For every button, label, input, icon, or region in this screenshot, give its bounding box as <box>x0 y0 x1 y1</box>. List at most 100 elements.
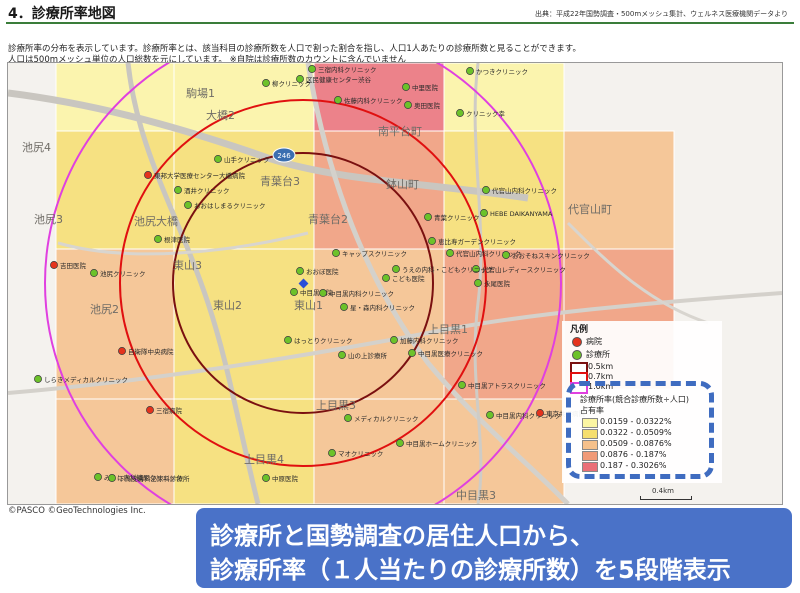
clinic-marker[interactable]: 恵比寿ガーデンクリニック <box>428 237 516 246</box>
clinic-marker[interactable]: 池尻クリニック <box>90 269 146 278</box>
svg-text:中目黒アトラスクリニック: 中目黒アトラスクリニック <box>468 381 546 390</box>
clinic-marker[interactable]: キャップスクリニック <box>332 249 407 258</box>
clinic-marker[interactable]: うえの内科・こどもクリニック <box>392 265 493 274</box>
clinic-marker[interactable]: クリニック幸 <box>456 109 506 118</box>
svg-text:おおはしまるクリニック: おおはしまるクリニック <box>194 202 266 210</box>
mesh-cell-9 <box>563 130 675 250</box>
clinic-marker[interactable]: しらきメディカルクリニック <box>34 375 128 384</box>
area-label: 駒場1 <box>186 87 215 100</box>
clinic-marker[interactable]: 山の上診療所 <box>338 351 388 360</box>
clinic-marker[interactable]: 奥田医院 <box>404 101 441 110</box>
area-label: 大橋2 <box>206 108 235 122</box>
distance-rings <box>44 63 562 504</box>
scale-bar <box>640 496 692 500</box>
class-5-label: 0.187 - 0.3026% <box>600 461 667 470</box>
area-label: 青葉台2 <box>308 212 348 226</box>
area-label: 鉢山町 <box>386 177 419 191</box>
clinic-marker[interactable]: 代官山内科クリニック <box>446 249 521 258</box>
clinic-marker[interactable]: おおはしまるクリニック <box>184 201 266 210</box>
clinic-marker[interactable]: 代官山レディースクリニック <box>472 265 566 274</box>
svg-text:区民健康センター渋谷: 区民健康センター渋谷 <box>306 75 372 84</box>
hospital-marker[interactable]: 自衛隊中央病院 <box>118 347 174 356</box>
svg-text:吉田医院: 吉田医院 <box>60 261 87 270</box>
banner-line-1: 診療所と国勢調査の居住人口から、 <box>210 522 594 550</box>
clinic-marker[interactable]: 中目黒内科クリニック <box>319 289 394 298</box>
svg-text:恵比寿ガーデンクリニック: 恵比寿ガーデンクリニック <box>438 237 516 246</box>
svg-text:永尾医院: 永尾医院 <box>484 279 511 288</box>
ring-1.0km <box>44 63 562 504</box>
clinic-marker[interactable]: 中里医院 <box>402 83 439 92</box>
svg-text:キャップスクリニック: キャップスクリニック <box>342 250 407 258</box>
route-246-badge: 246 <box>272 147 296 163</box>
mesh-layer <box>55 63 675 504</box>
clinic-marker[interactable]: 青葉クリニック <box>424 213 480 222</box>
svg-text:かつきクリニック: かつきクリニック <box>476 68 528 76</box>
hospital-marker[interactable]: 吉田医院 <box>50 261 87 270</box>
clinic-marker[interactable]: 佐藤内科クリニック <box>334 96 403 105</box>
hospital-marker[interactable]: 東邦大学医療センター大橋病院 <box>144 171 246 180</box>
area-label: 池尻3 <box>34 213 63 226</box>
hospital-marker[interactable]: 三宿病院 <box>146 406 183 415</box>
copyright-note: ©PASCO ©GeoTechnologies Inc. <box>8 506 146 516</box>
class-2-swatch <box>582 429 598 439</box>
clinic-marker[interactable]: おおぼ医院 <box>296 267 339 276</box>
legend-highlight-frame <box>566 381 714 479</box>
clinic-marker[interactable]: 三宿内科クリニック <box>308 65 377 74</box>
clinic-marker[interactable]: はっとりクリニック <box>284 336 353 345</box>
clinic-marker[interactable]: 代官山内科クリニック <box>482 186 557 195</box>
svg-text:山手クリニック: 山手クリニック <box>224 155 270 164</box>
hospital-legend-label: 病院 <box>586 337 602 346</box>
clinic-marker[interactable]: 中目黒アトラスクリニック <box>458 381 546 390</box>
svg-text:三宿内科クリニック: 三宿内科クリニック <box>318 65 377 74</box>
clinic-marker[interactable]: 山手クリニック <box>214 155 270 164</box>
ring-05-label: 0.5km <box>588 362 614 371</box>
svg-text:自衛隊中央病院: 自衛隊中央病院 <box>128 347 174 356</box>
clinic-marker[interactable]: 中目黒医療クリニック <box>408 349 483 358</box>
clinic-marker[interactable]: メディカルクリニック <box>344 414 419 423</box>
description-line-1: 診療所率の分布を表示しています。診療所率とは、該当科目の診療所数を人口で割った割… <box>8 44 581 54</box>
class-3-label: 0.0509 - 0.0876% <box>600 439 672 448</box>
svg-text:中目黒ホームクリニック: 中目黒ホームクリニック <box>406 439 477 448</box>
area-label: 池尻4 <box>22 141 51 154</box>
clinic-marker[interactable]: マオクリニック <box>328 449 383 458</box>
clinic-marker[interactable]: こども医院 <box>382 274 425 283</box>
class-1-swatch <box>582 418 598 428</box>
clinic-marker[interactable]: 柳クリニック <box>262 79 311 88</box>
svg-text:三宿病院: 三宿病院 <box>156 406 183 415</box>
ring-0.5km <box>172 152 434 414</box>
clinic-marker[interactable]: みくに内科糖尿クリニック <box>94 473 182 482</box>
clinic-marker[interactable]: 下馬皮膚科泌尿科診療所 <box>108 474 190 483</box>
clinic-marker[interactable]: 根津医院 <box>154 235 191 244</box>
svg-text:星・森内科クリニック: 星・森内科クリニック <box>350 303 415 312</box>
svg-text:中目黒内科クリニック: 中目黒内科クリニック <box>329 289 394 298</box>
svg-text:奥田医院: 奥田医院 <box>414 101 441 110</box>
clinic-marker[interactable]: かつきクリニック <box>466 67 528 76</box>
clinic-marker[interactable]: 永尾医院 <box>474 279 511 288</box>
svg-text:下馬皮膚科泌尿科診療所: 下馬皮膚科泌尿科診療所 <box>118 474 190 483</box>
clinic-marker[interactable]: 酒井クリニック <box>174 186 230 195</box>
mesh-cell-7 <box>313 130 445 250</box>
clinic-marker[interactable]: HEBE DAIKANYAMA <box>480 209 553 218</box>
clinic-marker[interactable]: おおそねスキンクリニック <box>502 251 590 260</box>
clinic-marker[interactable]: 区民健康センター渋谷 <box>296 75 372 84</box>
clinic-marker[interactable]: 中目黒医院 <box>290 288 333 297</box>
ring-0.7km <box>119 99 487 467</box>
area-label: 東山1 <box>294 299 323 312</box>
svg-text:246: 246 <box>277 152 291 160</box>
svg-text:中原医院: 中原医院 <box>272 474 299 483</box>
clinic-marker[interactable]: 中原医院 <box>262 474 299 483</box>
mesh-cell-5 <box>55 130 175 250</box>
clinic-marker[interactable]: 中目黒内科クリニック <box>486 411 561 420</box>
svg-text:中目黒内科クリニック: 中目黒内科クリニック <box>496 411 561 420</box>
clinic-marker[interactable]: 中目黒ホームクリニック <box>396 439 477 448</box>
clinic-marker[interactable]: 加藤内科クリニック <box>390 336 459 345</box>
clinic-marker[interactable]: 星・森内科クリニック <box>340 303 415 312</box>
mesh-cell-15 <box>55 398 175 504</box>
svg-text:代官山内科クリニック: 代官山内科クリニック <box>456 249 521 258</box>
svg-text:しらきメディカルクリニック: しらきメディカルクリニック <box>44 375 128 384</box>
banner-line-2: 診療所率（１人当たりの診療所数）を5段階表示 <box>210 556 731 584</box>
svg-text:池尻クリニック: 池尻クリニック <box>100 269 146 278</box>
